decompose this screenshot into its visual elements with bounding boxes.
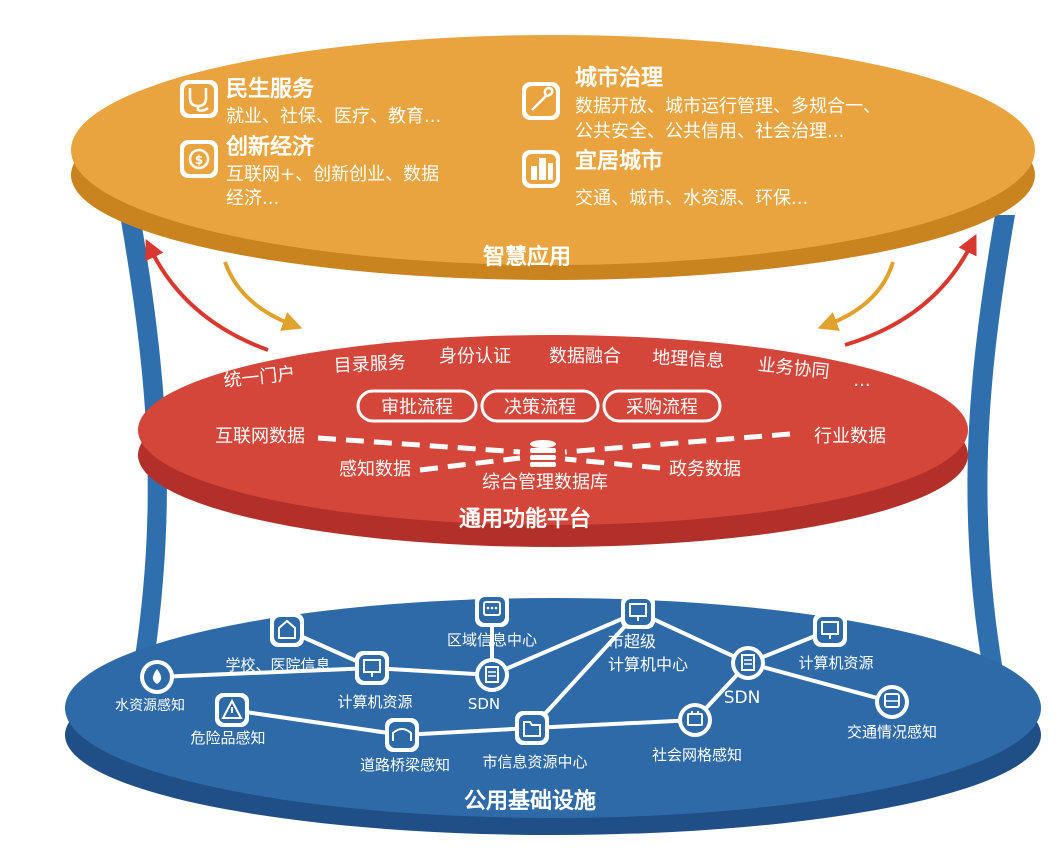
node-hazard[interactable] — [215, 693, 249, 727]
process-approval-label: 审批流程 — [381, 397, 453, 418]
left-pillar — [120, 215, 167, 700]
node-traffic[interactable] — [875, 685, 909, 719]
service-geo-info: 地理信息 — [652, 347, 725, 372]
item-livable-city-title: 宜居城市 — [575, 148, 663, 174]
item-livelihood-title: 民生服务 — [226, 77, 315, 102]
clipboard-icon — [485, 666, 499, 683]
node-sdn-1-label: SDN — [468, 695, 500, 713]
arrow-left-up — [145, 239, 269, 352]
node-computer-1-label: 计算机资源 — [337, 693, 412, 711]
node-regional-center-label: 区域信息中心 — [447, 631, 537, 649]
school-building-icon — [278, 619, 296, 639]
bottom-layer-title: 公用基础设施 — [464, 788, 596, 814]
node-sdn-1[interactable] — [475, 658, 509, 692]
right-pillar — [967, 215, 1015, 700]
middle-layer: 通用功能平台 统一门户 目录服务 身份认证 数据融合 地理信息 业务协同 ...… — [138, 335, 968, 547]
node-computer-2-label: 计算机资源 — [798, 654, 873, 672]
item-innovation-title: 创新经济 — [225, 134, 315, 160]
item-governance-line-1: 数据开放、城市运行管理、多规合一、 — [575, 96, 881, 117]
database-label: 综合管理数据库 — [482, 472, 608, 493]
data-government: 政务数据 — [669, 459, 741, 480]
node-school-label: 学校、医院信息 — [225, 656, 330, 674]
process-procurement-label: 采购流程 — [626, 397, 698, 418]
node-school[interactable] — [270, 613, 304, 647]
item-livelihood[interactable]: 民生服务 就业、社保、医疗、教育... — [180, 77, 441, 127]
service-catalog: 目录服务 — [333, 352, 406, 377]
node-water-label: 水资源感知 — [115, 697, 185, 714]
node-super-computer-label-2: 计算机中心 — [608, 655, 688, 674]
node-bridge[interactable] — [385, 718, 419, 752]
bottom-layer: 公用基础设施 水资源感知 学校、 — [65, 593, 1041, 835]
wrench-gear-icon — [531, 86, 554, 111]
data-sensing: 感知数据 — [339, 459, 411, 480]
water-drop-icon — [152, 669, 162, 684]
node-computer-1[interactable] — [355, 651, 389, 685]
data-internet: 互联网数据 — [215, 426, 305, 447]
process-decision[interactable]: 决策流程 — [480, 389, 600, 423]
node-grid-label: 社会网格感知 — [652, 746, 742, 764]
item-livelihood-line-1: 就业、社保、医疗、教育... — [226, 106, 441, 127]
item-innovation-line-1: 互联网+、创新创业、数据 — [226, 164, 439, 185]
stethoscope-icon — [188, 88, 209, 112]
service-identity: 身份认证 — [439, 346, 511, 367]
top-layer: 智慧应用 民生服务 就业、社保、医疗、教育... $ 创新经济 互联网+、创新创… — [71, 35, 1035, 280]
arrow-right-down — [817, 261, 895, 331]
node-computer-2[interactable] — [813, 613, 847, 647]
item-innovation[interactable]: $ 创新经济 互联网+、创新创业、数据 经济... — [180, 134, 439, 209]
process-decision-label: 决策流程 — [504, 397, 576, 418]
node-bridge-label: 道路桥梁感知 — [360, 756, 450, 774]
flow-arrows — [145, 234, 977, 352]
top-layer-title: 智慧应用 — [483, 244, 571, 270]
coin-symbol: $ — [195, 153, 203, 167]
node-city-center-label: 市信息资源中心 — [482, 753, 587, 771]
data-flow-lines — [317, 431, 791, 473]
item-governance-line-2: 公共安全、公共信用、社会治理... — [575, 121, 844, 142]
node-sdn-2-label: SDN — [724, 688, 761, 708]
clipboard-icon — [741, 654, 755, 671]
middle-layer-title: 通用功能平台 — [459, 506, 591, 532]
data-industry: 行业数据 — [814, 426, 886, 447]
warning-triangle-icon — [221, 698, 243, 719]
folder-icon — [523, 721, 541, 737]
arrow-left-down — [223, 261, 303, 331]
node-super-computer-label-1: 市超级 — [608, 632, 656, 651]
item-governance[interactable]: 城市治理 数据开放、城市运行管理、多规合一、 公共安全、公共信用、社会治理... — [522, 65, 881, 142]
process-procurement[interactable]: 采购流程 — [602, 389, 722, 423]
briefcase-icon — [687, 713, 703, 726]
node-grid[interactable] — [678, 703, 712, 737]
node-super-computer[interactable] — [621, 595, 655, 629]
chat-bubble-icon — [483, 601, 501, 616]
item-livable-city[interactable]: 宜居城市 交通、城市、水资源、环保... — [522, 148, 808, 209]
node-water[interactable] — [140, 660, 174, 694]
process-approval[interactable]: 审批流程 — [356, 389, 478, 423]
database-icon — [530, 440, 556, 467]
item-governance-title: 城市治理 — [575, 65, 663, 91]
node-hazard-label: 危险品感知 — [190, 729, 265, 747]
node-traffic-label: 交通情况感知 — [847, 723, 937, 741]
node-regional-center[interactable] — [475, 593, 509, 627]
node-city-center[interactable] — [515, 711, 549, 745]
city-buildings-icon — [531, 158, 553, 180]
item-innovation-line-2: 经济... — [226, 188, 279, 209]
arrow-right-up — [844, 234, 977, 347]
bridge-icon — [392, 728, 412, 741]
service-more: ... — [853, 370, 870, 391]
item-livable-city-line-1: 交通、城市、水资源、环保... — [575, 188, 808, 209]
service-data-fusion: 数据融合 — [549, 346, 621, 367]
node-sdn-2[interactable] — [731, 646, 765, 680]
currency-coin-icon — [188, 148, 210, 170]
